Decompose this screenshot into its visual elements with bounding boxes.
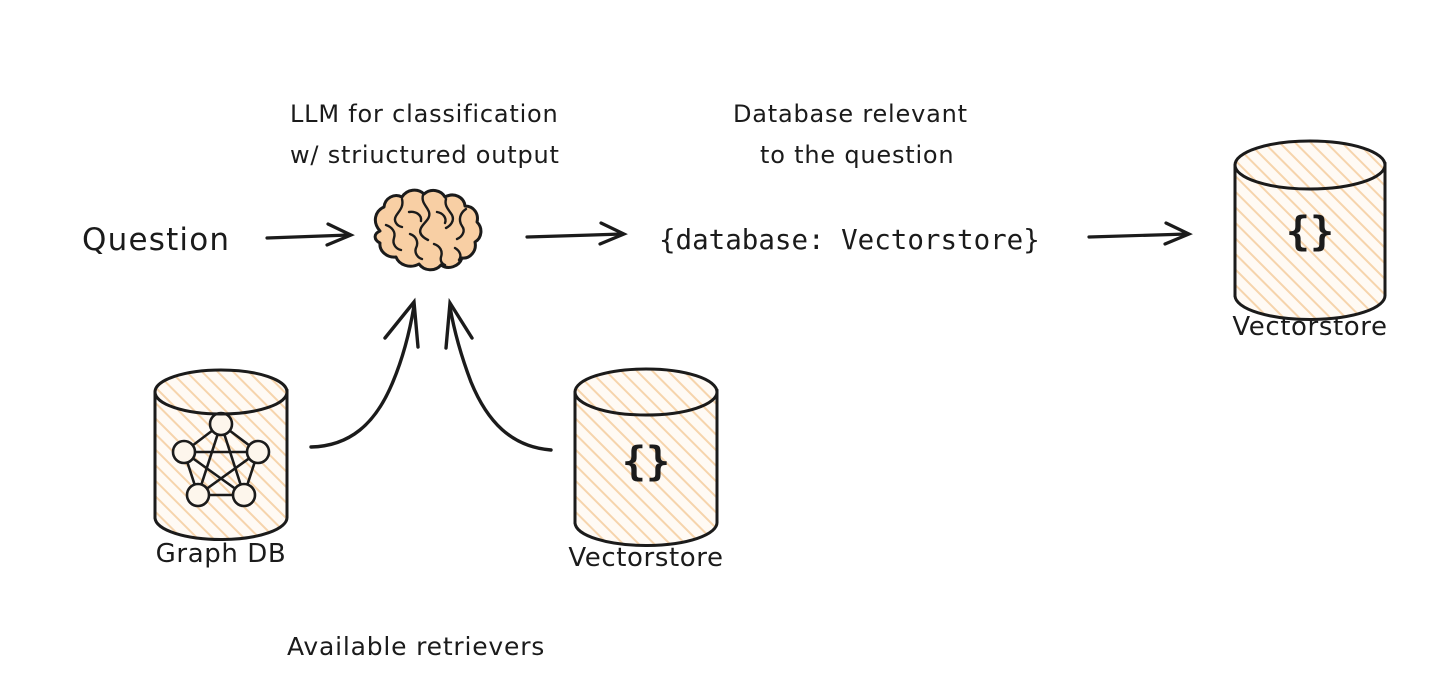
arrow-output-to-store (1087, 221, 1193, 246)
vectorstore-glyph: {} (622, 439, 670, 485)
selected-vectorstore-glyph: {} (1286, 209, 1334, 255)
structured-output-value: {database: Vectorstore} (659, 224, 1040, 256)
llm-annotation-line2: w/ striuctured output (290, 141, 560, 169)
output-annotation-line1: Database relevant (733, 100, 968, 128)
output-annotation-line2: to the question (760, 141, 954, 169)
graph-network-icon (171, 411, 271, 508)
selected-vectorstore-label: Vectorstore (1232, 312, 1387, 342)
brain-icon (373, 188, 483, 272)
vectorstore-cylinder: {} (573, 367, 719, 547)
arrow-graphdb-to-llm (309, 297, 420, 449)
graph-db-cylinder (153, 368, 289, 541)
arrow-vectorstore-to-llm (444, 297, 553, 452)
available-retrievers-caption: Available retrievers (287, 632, 545, 661)
selected-vectorstore-cylinder: {} (1233, 139, 1387, 321)
question-label: Question (82, 222, 230, 258)
graph-db-label: Graph DB (156, 539, 287, 569)
llm-annotation-line1: LLM for classification (290, 100, 559, 128)
arrow-question-to-llm (265, 222, 355, 247)
vectorstore-label: Vectorstore (568, 543, 723, 573)
arrow-llm-to-output (525, 221, 628, 246)
